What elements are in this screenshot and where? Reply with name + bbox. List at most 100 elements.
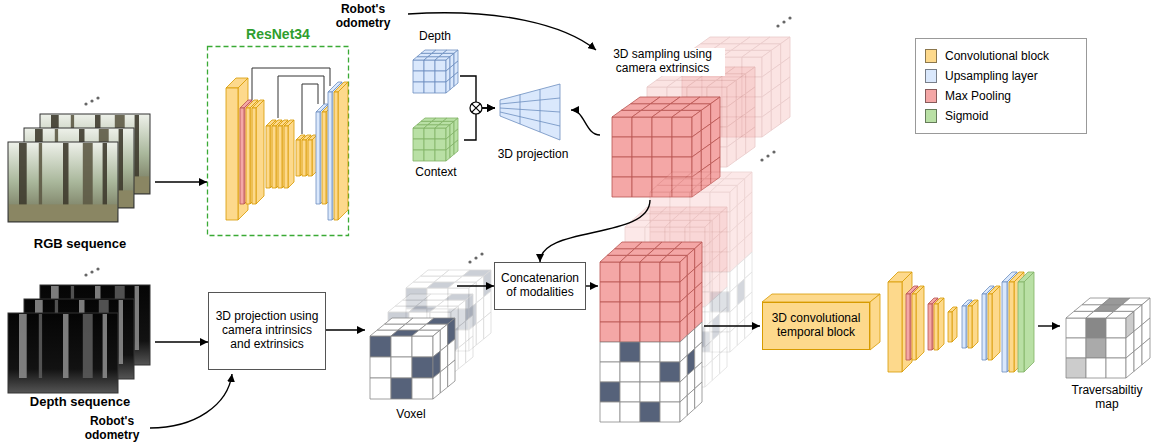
block-side-face	[870, 294, 880, 350]
grid-cell	[660, 342, 680, 362]
figure-label: 3D projection	[498, 148, 569, 162]
grid-cell	[424, 82, 435, 93]
conv-layer	[1014, 272, 1024, 372]
figure-node: ResNet34	[207, 26, 349, 236]
ellipsis-dot	[96, 267, 99, 270]
grid-cell	[448, 360, 455, 387]
grid-cell	[660, 382, 680, 402]
grid-cell	[620, 342, 640, 362]
grid-cell	[476, 318, 483, 345]
grid-cell	[680, 395, 687, 422]
figure-node: Depth sequence	[5, 256, 155, 410]
faded-concat-volume	[625, 207, 727, 387]
grid-cell	[1106, 318, 1126, 338]
figure-node: RGB sequence	[5, 92, 155, 252]
grid-cell	[620, 302, 640, 322]
frustum-grid	[500, 112, 560, 126]
grid-cell	[660, 302, 680, 322]
tree-trunk	[63, 314, 69, 378]
ellipsis-dot	[760, 158, 763, 161]
grid-cell	[1066, 338, 1086, 358]
ellipsis-dot	[84, 102, 87, 105]
grid-cell	[435, 82, 446, 93]
legend-swatch	[925, 69, 937, 83]
grid-cell	[600, 302, 620, 322]
grid-cell	[640, 402, 660, 422]
grid-cell	[660, 402, 680, 422]
legend-row: Max Pooling	[925, 86, 1077, 106]
pool-layer	[240, 108, 244, 204]
grid-cell	[424, 60, 435, 71]
ellipsis-dot	[766, 154, 769, 157]
upsample-layer	[328, 92, 332, 220]
box-label: 3D projection using camera intrinsics an…	[209, 308, 325, 353]
process-box: Concatenarion of modalities	[494, 262, 586, 310]
upsample-layer	[966, 300, 972, 348]
grid-cell	[450, 75, 454, 89]
grid-cell	[391, 378, 412, 399]
grid-cell	[1106, 358, 1126, 378]
photo-frame	[8, 313, 118, 393]
process-box: 3D convolutional temporal block	[762, 302, 870, 350]
grid-cell	[413, 150, 424, 161]
grid-cell	[736, 134, 745, 161]
conv-layer	[296, 140, 300, 176]
rgb-photo-stack	[8, 96, 150, 222]
grid-cell	[640, 262, 660, 282]
tree-trunk	[103, 143, 107, 205]
legend-box: Convolutional blockUpsampling layerMax P…	[915, 38, 1087, 134]
tree-trunk	[83, 143, 93, 205]
tree-trunk	[103, 314, 107, 378]
context-cube	[413, 118, 458, 161]
conv-layer	[952, 307, 957, 342]
box-label: 3D convolutional temporal block	[763, 310, 869, 342]
voxel-grid	[370, 318, 455, 399]
legend-swatch	[925, 89, 937, 103]
photo-frame	[8, 142, 118, 222]
grid-cell	[454, 72, 458, 86]
connector-arrow	[155, 181, 207, 182]
figure-node: Depth	[410, 30, 460, 102]
grid-cell	[413, 82, 424, 93]
grid-cell	[600, 342, 620, 362]
tree-trunk	[39, 314, 42, 378]
grid-cell	[612, 137, 632, 157]
ellipsis-dot	[84, 273, 87, 276]
upsample-layer	[982, 294, 986, 360]
faded-concat-volume	[650, 172, 752, 352]
depth-cube	[413, 50, 458, 93]
grid-cell	[660, 362, 680, 382]
pool-layer	[932, 298, 938, 350]
legend-label: Max Pooling	[945, 89, 1011, 103]
figure-node: Voxel	[365, 280, 457, 422]
box-label: Concatenarion of modalities	[495, 270, 585, 302]
forest-ground	[9, 204, 117, 221]
conv-layer	[300, 135, 305, 176]
conv-layer	[226, 88, 238, 220]
grid-cell	[391, 336, 412, 357]
ellipsis-dot	[782, 20, 785, 23]
legend-row: Sigmoid	[925, 106, 1077, 126]
tree-trunk	[119, 129, 123, 191]
grid-cell	[730, 325, 737, 352]
frustum-grid	[500, 108, 560, 112]
grid-cell	[640, 282, 660, 302]
grid-cell	[737, 319, 744, 346]
conv-layer	[302, 140, 306, 176]
decoder-layers	[888, 272, 1034, 372]
grid-cell	[424, 128, 435, 139]
ellipsis-dot	[474, 256, 477, 259]
grid-cell	[424, 150, 435, 161]
grid-cell	[446, 147, 450, 161]
grid-cell	[632, 177, 652, 197]
grid-cell	[762, 110, 771, 137]
tree-trunk	[63, 143, 69, 205]
figure-label: RGB sequence	[34, 237, 126, 252]
grid-cell	[620, 402, 640, 422]
odometry-label: Robot's odometry	[318, 2, 408, 30]
conv-layer	[246, 108, 250, 204]
figure-node: Context	[408, 116, 464, 180]
figure-label: 3D sampling using camera extrinsics	[600, 48, 725, 76]
legend-swatch	[925, 49, 937, 63]
conv-layer	[270, 120, 276, 188]
